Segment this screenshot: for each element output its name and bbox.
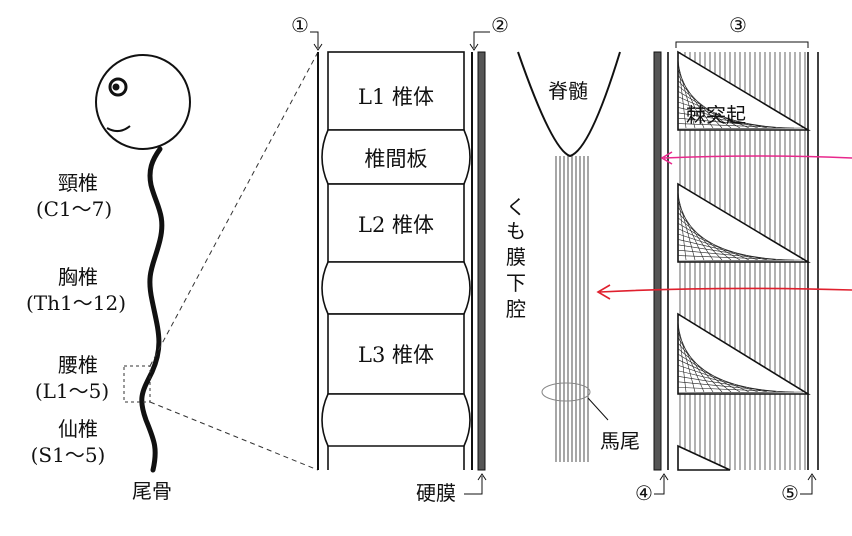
- spinous-process-2: [677, 182, 811, 263]
- side-dura-strip: [653, 51, 662, 471]
- marker-3: ③: [729, 13, 747, 37]
- label-lumbar-range: (L1～5): [35, 379, 109, 403]
- dura-mater-strip: [477, 51, 486, 471]
- ligament-region-6: [677, 394, 806, 471]
- label-cauda-equina: 馬尾: [600, 429, 640, 453]
- spinous-diag-line: [677, 222, 741, 261]
- spinous-diag-line: [677, 58, 687, 129]
- spinous-process-3: [677, 312, 811, 395]
- spinous-diag-line: [677, 64, 696, 129]
- cauda-equina-highlight: [541, 382, 591, 402]
- label-dura: 硬膜: [416, 481, 456, 505]
- ligament-region-3: [677, 182, 811, 263]
- cauda-equina-fibers: [555, 156, 589, 462]
- subarachnoid-char-4: 下: [506, 271, 526, 295]
- marker-1: ①: [291, 13, 309, 37]
- magenta-needle-arrow: [663, 155, 852, 159]
- marker-4-pointer: [654, 476, 665, 495]
- label-l1-body: L1 椎体: [358, 85, 434, 109]
- spinous-diag-line: [677, 127, 804, 130]
- vertebral-column: L1 椎体 椎間板 L2 椎体 L3 椎体 ① ② 硬膜: [291, 13, 509, 505]
- marker-5-arrowhead: [807, 473, 817, 481]
- dura-arrowhead: [477, 473, 487, 481]
- marker-4-arrowhead: [659, 473, 669, 481]
- marker-1-arrowhead: [313, 43, 323, 51]
- spinal-cord-conus: [517, 51, 621, 158]
- label-disc: 椎間板: [365, 147, 428, 171]
- label-l3-body: L3 椎体: [358, 343, 434, 367]
- label-spinous-process: 棘突起: [686, 103, 746, 127]
- spinous-diag-line: [677, 85, 732, 129]
- spinous-diag-line: [677, 212, 723, 261]
- spinous-diag-line: [677, 353, 741, 393]
- label-l2-body: L2 椎体: [358, 213, 434, 237]
- dura-pointer: [464, 476, 483, 495]
- marker-4: ④: [635, 481, 653, 505]
- label-cervical-range: (C1～7): [36, 197, 112, 221]
- red-needle-arrowhead: [596, 284, 611, 300]
- subarachnoid-char-3: 膜: [506, 245, 526, 269]
- marker-5-pointer: [800, 476, 813, 495]
- spinous-diag-line: [677, 196, 696, 261]
- zoom-line-bottom: [149, 401, 319, 471]
- marker-3-bracket: [675, 41, 809, 48]
- head: [95, 54, 191, 150]
- spinous-diag-line: [677, 217, 732, 261]
- mouth: [106, 125, 131, 132]
- spinous-process-diagonal-hatching: [677, 58, 804, 394]
- disc-2: [321, 261, 471, 315]
- spinous-diag-line: [677, 391, 804, 394]
- label-thoracic-range: (Th1～12): [26, 291, 126, 315]
- lumbar-highlight-box: [123, 365, 151, 403]
- spine-figure: 頸椎 (C1～7) 胸椎 (Th1～12) 腰椎 (L1～5) 仙椎 (S1～5…: [26, 51, 319, 503]
- label-cervical: 頸椎: [58, 171, 98, 195]
- spinous-process-4: [677, 444, 731, 471]
- label-sacral-range: (S1～5): [31, 443, 106, 467]
- ligament-region-5: [677, 312, 811, 395]
- spinous-diag-line: [677, 190, 687, 261]
- label-spinal-cord: 脊髄: [548, 79, 588, 103]
- spinous-diag-line: [677, 337, 714, 393]
- vertebra-l3: [327, 313, 465, 395]
- spinal-cord-view: 脊髄 馬尾 く も 膜 下 腔: [506, 51, 640, 462]
- marker-2-arrowhead: [469, 43, 479, 51]
- label-thoracic: 胸椎: [58, 265, 98, 289]
- spinous-diag-line: [677, 90, 741, 129]
- label-coccyx: 尾骨: [132, 479, 172, 503]
- spinous-diag-line: [677, 348, 732, 393]
- disc-3: [321, 393, 471, 447]
- label-sacral: 仙椎: [58, 417, 98, 441]
- red-needle-arrow: [599, 287, 852, 293]
- side-view: 棘突起 ③ ④ ⑤: [596, 13, 852, 505]
- spinal-column-curve: [139, 146, 165, 473]
- label-subarachnoid-space: く も 膜 下 腔: [506, 195, 526, 321]
- subarachnoid-char-5: 腔: [506, 297, 526, 321]
- label-lumbar: 腰椎: [58, 353, 98, 377]
- magenta-needle-arrowhead: [660, 151, 673, 165]
- spinous-diag-line: [677, 206, 714, 261]
- subarachnoid-char-2: も: [506, 219, 526, 243]
- vertebra-l2: [327, 183, 465, 263]
- spinous-diag-line: [677, 320, 687, 393]
- cauda-equina-pointer: [587, 397, 609, 421]
- marker-5: ⑤: [781, 481, 799, 505]
- marker-2: ②: [491, 13, 509, 37]
- marker-1-pointer: [310, 31, 319, 48]
- spinous-diag-line: [677, 80, 723, 129]
- spinous-diag-line: [677, 342, 723, 393]
- marker-2-pointer: [473, 31, 490, 48]
- spinous-diag-line: [677, 74, 714, 129]
- pupil: [112, 83, 120, 91]
- subarachnoid-char-1: く: [506, 195, 526, 219]
- spinous-diag-line: [677, 326, 696, 393]
- ligament-region-2: [679, 130, 806, 184]
- spinous-diag-line: [677, 259, 804, 262]
